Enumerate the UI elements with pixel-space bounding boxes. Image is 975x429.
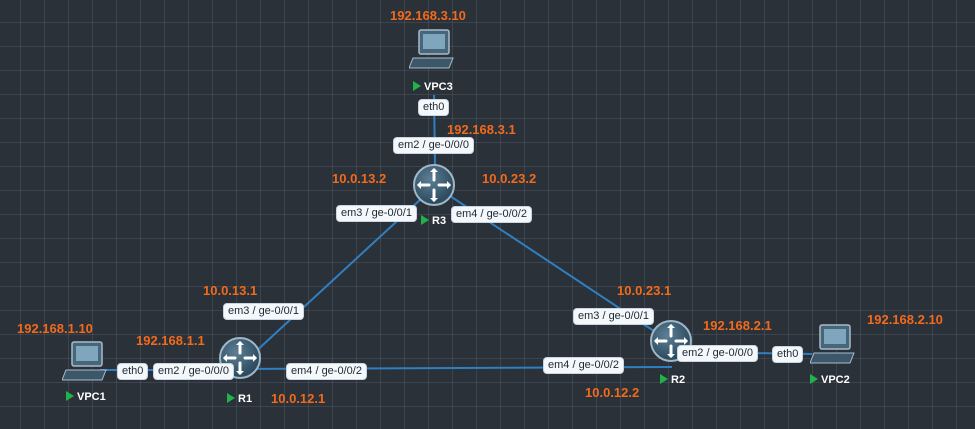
r3-em4-label[interactable]: em4 / ge-0/0/2 xyxy=(451,206,532,223)
play-icon xyxy=(421,215,429,225)
r3-em2-label[interactable]: em2 / ge-0/0/0 xyxy=(393,137,474,154)
vpc2-name: VPC2 xyxy=(821,374,850,386)
vpc2-eth0-label[interactable]: eth0 xyxy=(772,346,804,363)
r3-name-label[interactable]: R3 xyxy=(421,215,446,227)
r3-to-r2-ip-label: 10.0.23.2 xyxy=(482,171,537,186)
r2-to-r3-ip-label: 10.0.23.1 xyxy=(617,283,672,298)
r3-router-icon[interactable] xyxy=(413,164,455,206)
vpc1-name-label[interactable]: VPC1 xyxy=(66,391,106,403)
play-icon xyxy=(810,374,818,384)
vpc3-pc-icon[interactable] xyxy=(408,28,457,70)
r2-em4-label[interactable]: em4 / ge-0/0/2 xyxy=(543,357,624,374)
vpc2-ip-label: 192.168.2.10 xyxy=(867,312,943,327)
vpc1-eth0-label[interactable]: eth0 xyxy=(117,363,149,380)
r2-lan-ip-label: 192.168.2.1 xyxy=(703,318,772,333)
vpc1-name: VPC1 xyxy=(77,391,106,403)
r2-em2-label[interactable]: em2 / ge-0/0/0 xyxy=(677,345,758,362)
play-icon xyxy=(660,374,668,384)
vpc3-name-label[interactable]: VPC3 xyxy=(413,81,453,93)
r3-em3-label[interactable]: em3 / ge-0/0/1 xyxy=(336,205,417,222)
r3-to-r1-ip-label: 10.0.13.2 xyxy=(332,171,387,186)
vpc3-ip-label: 192.168.3.10 xyxy=(390,8,466,23)
r1-lan-ip-label: 192.168.1.1 xyxy=(136,333,205,348)
vpc2-name-label[interactable]: VPC2 xyxy=(810,374,850,386)
r1-to-r3-ip-label: 10.0.13.1 xyxy=(203,283,258,298)
vpc1-pc-icon[interactable] xyxy=(61,340,110,382)
vpc1-ip-label: 192.168.1.10 xyxy=(17,321,93,336)
r1-em2-label[interactable]: em2 / ge-0/0/0 xyxy=(153,363,234,380)
r3-lan-ip-label: 192.168.3.1 xyxy=(447,122,516,137)
vpc3-name: VPC3 xyxy=(424,81,453,93)
r1-name-label[interactable]: R1 xyxy=(227,393,252,405)
r1-em3-label[interactable]: em3 / ge-0/0/1 xyxy=(223,303,304,320)
r2-name-label[interactable]: R2 xyxy=(660,374,685,386)
r2-em3-label[interactable]: em3 / ge-0/0/1 xyxy=(573,308,654,325)
r1-em4-label[interactable]: em4 / ge-0/0/2 xyxy=(286,363,367,380)
r2-to-r1-ip-label: 10.0.12.2 xyxy=(585,385,640,400)
r1-to-r2-ip-label: 10.0.12.1 xyxy=(271,391,326,406)
r1-name: R1 xyxy=(238,393,253,405)
vpc2-pc-icon[interactable] xyxy=(809,323,858,365)
play-icon xyxy=(413,81,421,91)
play-icon xyxy=(227,393,235,403)
r3-name: R3 xyxy=(432,215,447,227)
r2-name: R2 xyxy=(671,374,686,386)
play-icon xyxy=(66,391,74,401)
vpc3-eth0-label[interactable]: eth0 xyxy=(418,99,450,116)
r2-router-icon[interactable] xyxy=(650,320,692,362)
